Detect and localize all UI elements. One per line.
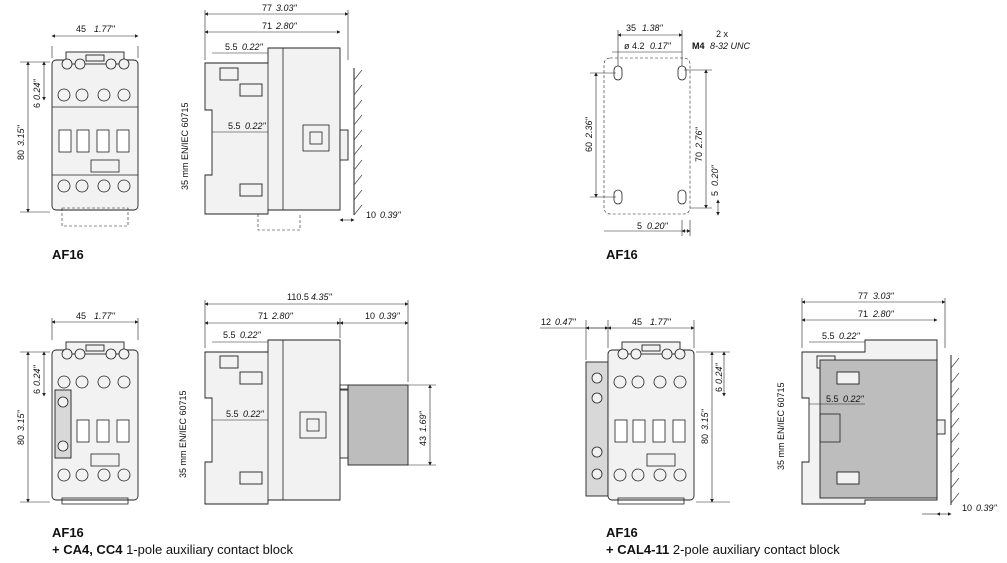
front-dims-af16-ca4 <box>20 318 139 503</box>
dim-block-clearance-mm: 10 <box>365 311 375 321</box>
dim-edge-vertical-in: 0.20" <box>710 164 720 186</box>
mounting-dims <box>590 30 720 236</box>
front-view-af16 <box>51 51 139 227</box>
caption-accessory-code: + CA4, CC4 <box>52 542 123 557</box>
front-view-af16-cal4 <box>585 341 695 505</box>
dim-plate-height-mm: 70 <box>694 152 704 162</box>
dim-top-in: 0.24" <box>32 78 42 100</box>
dim-hole-diameter-in: 0.17" <box>650 41 672 51</box>
dim-height-mm: 80 <box>700 434 710 444</box>
dim-block-clearance-in: 0.39" <box>379 311 401 321</box>
dim-hole-diameter-mm: ø 4.2 <box>624 41 645 51</box>
dim-height-mm: 80 <box>16 435 26 445</box>
dim-offset-in: 0.22" <box>240 330 262 340</box>
dim-block-height-mm: 43 <box>418 436 428 446</box>
mounting-plate <box>603 57 691 215</box>
caption-af16-ca4: AF16 + CA4, CC4 1-pole auxiliary contact… <box>52 524 293 558</box>
dim-width-in: 1.77" <box>94 311 116 321</box>
caption-accessory-desc: 1-pole auxiliary contact block <box>122 542 293 557</box>
dim-offset2-mm: 5.5 <box>226 409 239 419</box>
dim-side-block-in: 0.47" <box>555 317 577 327</box>
dim-depth-in: 2.80" <box>271 311 294 321</box>
dim-edge-vertical-mm: 5 <box>710 191 720 196</box>
dim-clearance-mm: 10 <box>366 210 376 220</box>
caption-model: AF16 <box>52 525 84 540</box>
side-view-af16 <box>204 47 363 231</box>
dim-depth-mm: 71 <box>258 311 268 321</box>
dim-total-depth-in: 3.03" <box>873 291 895 301</box>
caption-af16: AF16 <box>52 246 84 263</box>
caption-model: AF16 <box>606 525 638 540</box>
dim-offset2-in: 0.22" <box>243 409 265 419</box>
dim-height-mm: 80 <box>16 150 26 160</box>
dim-hole-distance-mm: 35 <box>626 23 636 33</box>
dim-plate-height-in: 2.76" <box>694 126 704 149</box>
screw-size-mm: M4 <box>692 41 705 51</box>
dim-width-mm: 45 <box>76 24 86 34</box>
dim-depth-mm: 71 <box>262 21 272 31</box>
dim-top-in: 0.24" <box>714 362 724 384</box>
rail-label: 35 mm EN/IEC 60715 <box>180 102 190 190</box>
caption-accessory-desc: 2-pole auxiliary contact block <box>669 542 840 557</box>
dim-width-in: 1.77" <box>94 24 116 34</box>
caption-model: AF16 <box>606 247 638 262</box>
front-dims-af16-cal4 <box>540 320 730 503</box>
dim-top-in: 0.24" <box>32 364 42 386</box>
dim-width-mm: 45 <box>76 311 86 321</box>
dim-height-in: 3.15" <box>16 409 26 431</box>
dim-offset2-mm: 5.5 <box>826 394 839 404</box>
dim-hole-distance-in: 1.38" <box>642 23 664 33</box>
side-view-af16-ca4 <box>204 339 409 505</box>
dim-offset2-in: 0.22" <box>843 394 865 404</box>
side-view-af16-cal4 <box>801 339 960 505</box>
dim-edge-horizontal-mm: 5 <box>637 221 642 231</box>
dim-offset2-mm: 5.5 <box>228 121 241 131</box>
dim-depth-mm: 71 <box>858 309 868 319</box>
rail-label: 35 mm EN/IEC 60715 <box>178 390 188 478</box>
dim-height-in: 3.15" <box>700 408 710 430</box>
dim-edge-horizontal-in: 0.20" <box>647 221 669 231</box>
dim-total-depth-mm: 77 <box>262 3 272 13</box>
dim-depth-in: 2.80" <box>275 21 298 31</box>
dim-side-block-mm: 12 <box>541 317 551 327</box>
dim-block-height-in: 1.69" <box>418 410 428 432</box>
dim-total-depth-in: 3.03" <box>276 3 298 13</box>
dim-total-depth-mm: 77 <box>858 291 868 301</box>
caption-af16-mounting: AF16 <box>606 246 638 263</box>
rail-label: 35 mm EN/IEC 60715 <box>776 382 786 470</box>
dim-offset-in: 0.22" <box>839 331 861 341</box>
dim-width-in: 1.77" <box>650 317 672 327</box>
dim-offset-mm: 5.5 <box>822 331 835 341</box>
dim-hole-height-mm: 60 <box>584 142 594 152</box>
side-dims-af16-cal4 <box>801 298 952 516</box>
screw-quantity: 2 x <box>716 29 729 39</box>
side-dims-af16-ca4 <box>204 300 436 466</box>
dim-total-depth-in: 4.35" <box>311 292 333 302</box>
side-dims-af16 <box>204 10 355 222</box>
screw-size-in: 8-32 UNC <box>710 41 751 51</box>
caption-model: AF16 <box>52 247 84 262</box>
dim-offset-mm: 5.5 <box>223 330 236 340</box>
caption-af16-cal4: AF16 + CAL4-11 2-pole auxiliary contact … <box>606 524 840 558</box>
dim-offset-in: 0.22" <box>242 42 264 52</box>
dim-top-mm: 6 <box>32 103 42 108</box>
dim-depth-in: 2.80" <box>872 309 895 319</box>
dim-top-mm: 6 <box>32 389 42 394</box>
dim-width-mm: 45 <box>632 317 642 327</box>
dim-total-depth-mm: 110.5 <box>287 292 309 302</box>
front-dims-af16 <box>20 34 139 213</box>
dim-clearance-in: 0.39" <box>976 503 998 513</box>
dim-hole-height-in: 2.36" <box>584 116 594 139</box>
caption-accessory-code: + CAL4-11 <box>606 542 670 557</box>
dim-top-mm: 6 <box>714 387 724 392</box>
dim-offset-mm: 5.5 <box>225 42 238 52</box>
front-view-af16-ca4 <box>51 341 139 505</box>
dim-offset2-in: 0.22" <box>245 121 267 131</box>
dim-height-in: 3.15" <box>16 124 26 146</box>
dim-clearance-mm: 10 <box>962 503 972 513</box>
dim-clearance-in: 0.39" <box>380 210 402 220</box>
